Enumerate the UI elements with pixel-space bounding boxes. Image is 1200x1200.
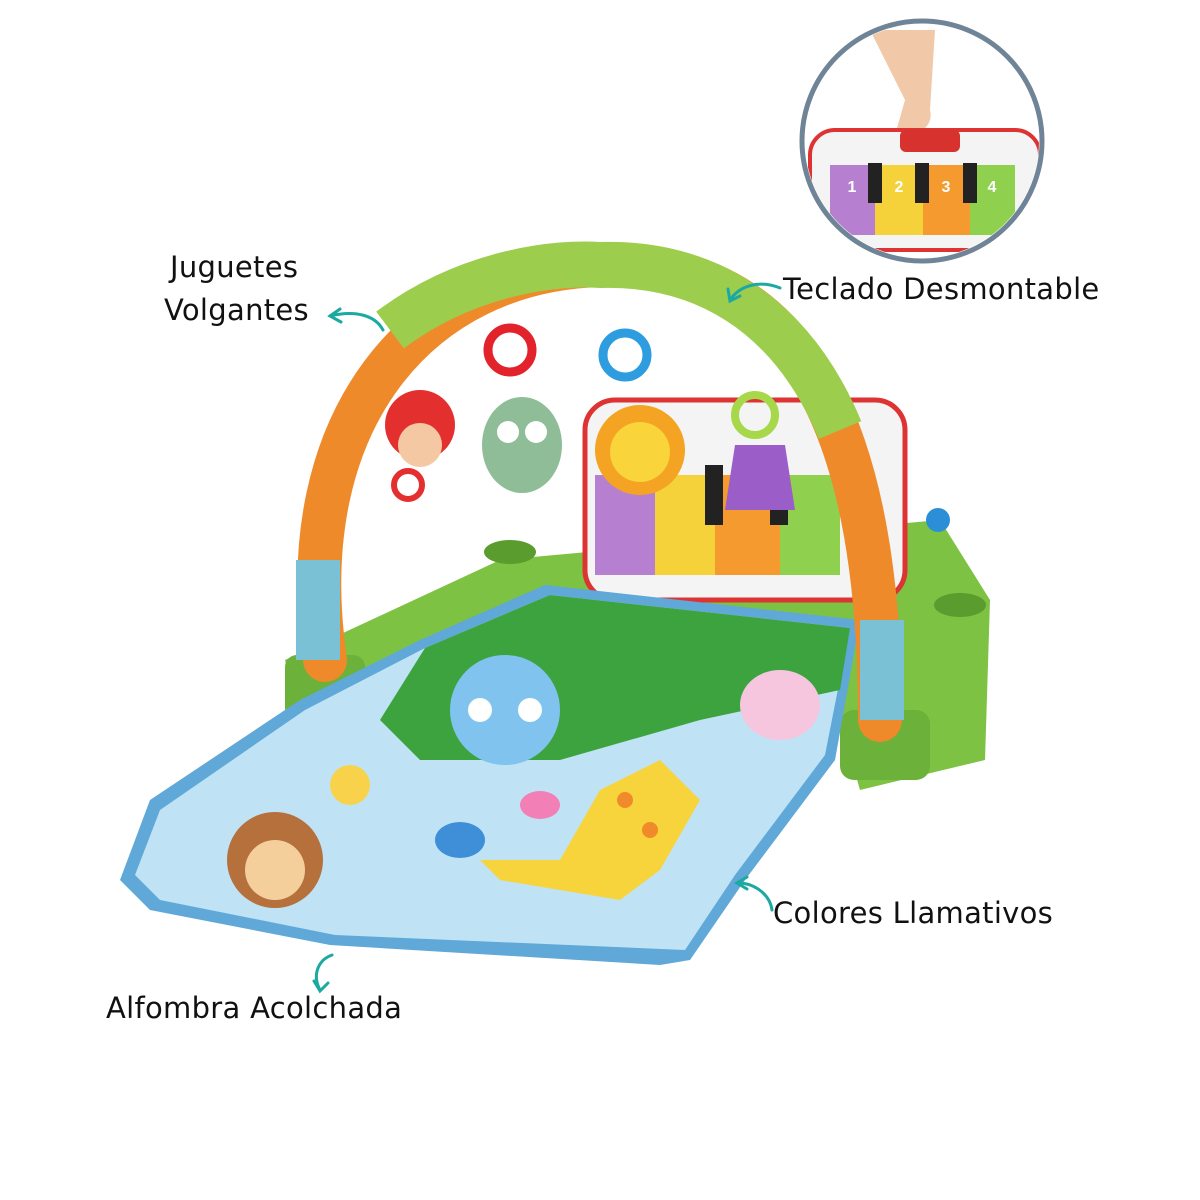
label-hanging-toys-line2: Volgantes [164,293,309,327]
key-number: 2 [895,179,904,196]
arrow-keyboard [726,282,782,304]
label-hanging-toys-line1: Juguetes [170,250,299,284]
inset-detachable-keyboard: 1 2 3 4 [799,18,1045,264]
arrow-hanging-toys [327,307,385,332]
arrow-mat [312,953,334,994]
arch [296,241,904,742]
key-number: 4 [988,179,997,196]
padded-mat [120,585,860,965]
key-number: 3 [942,179,951,196]
label-detachable-keyboard: Teclado Desmontable [783,272,1100,306]
hanging-toys [385,323,795,510]
label-bright-colors: Colores Llamativos [773,896,1054,930]
key-number: 1 [848,179,857,196]
arrow-colors [734,875,774,912]
callout-arrows [312,282,782,994]
label-padded-mat: Alfombra Acolchada [106,991,403,1025]
